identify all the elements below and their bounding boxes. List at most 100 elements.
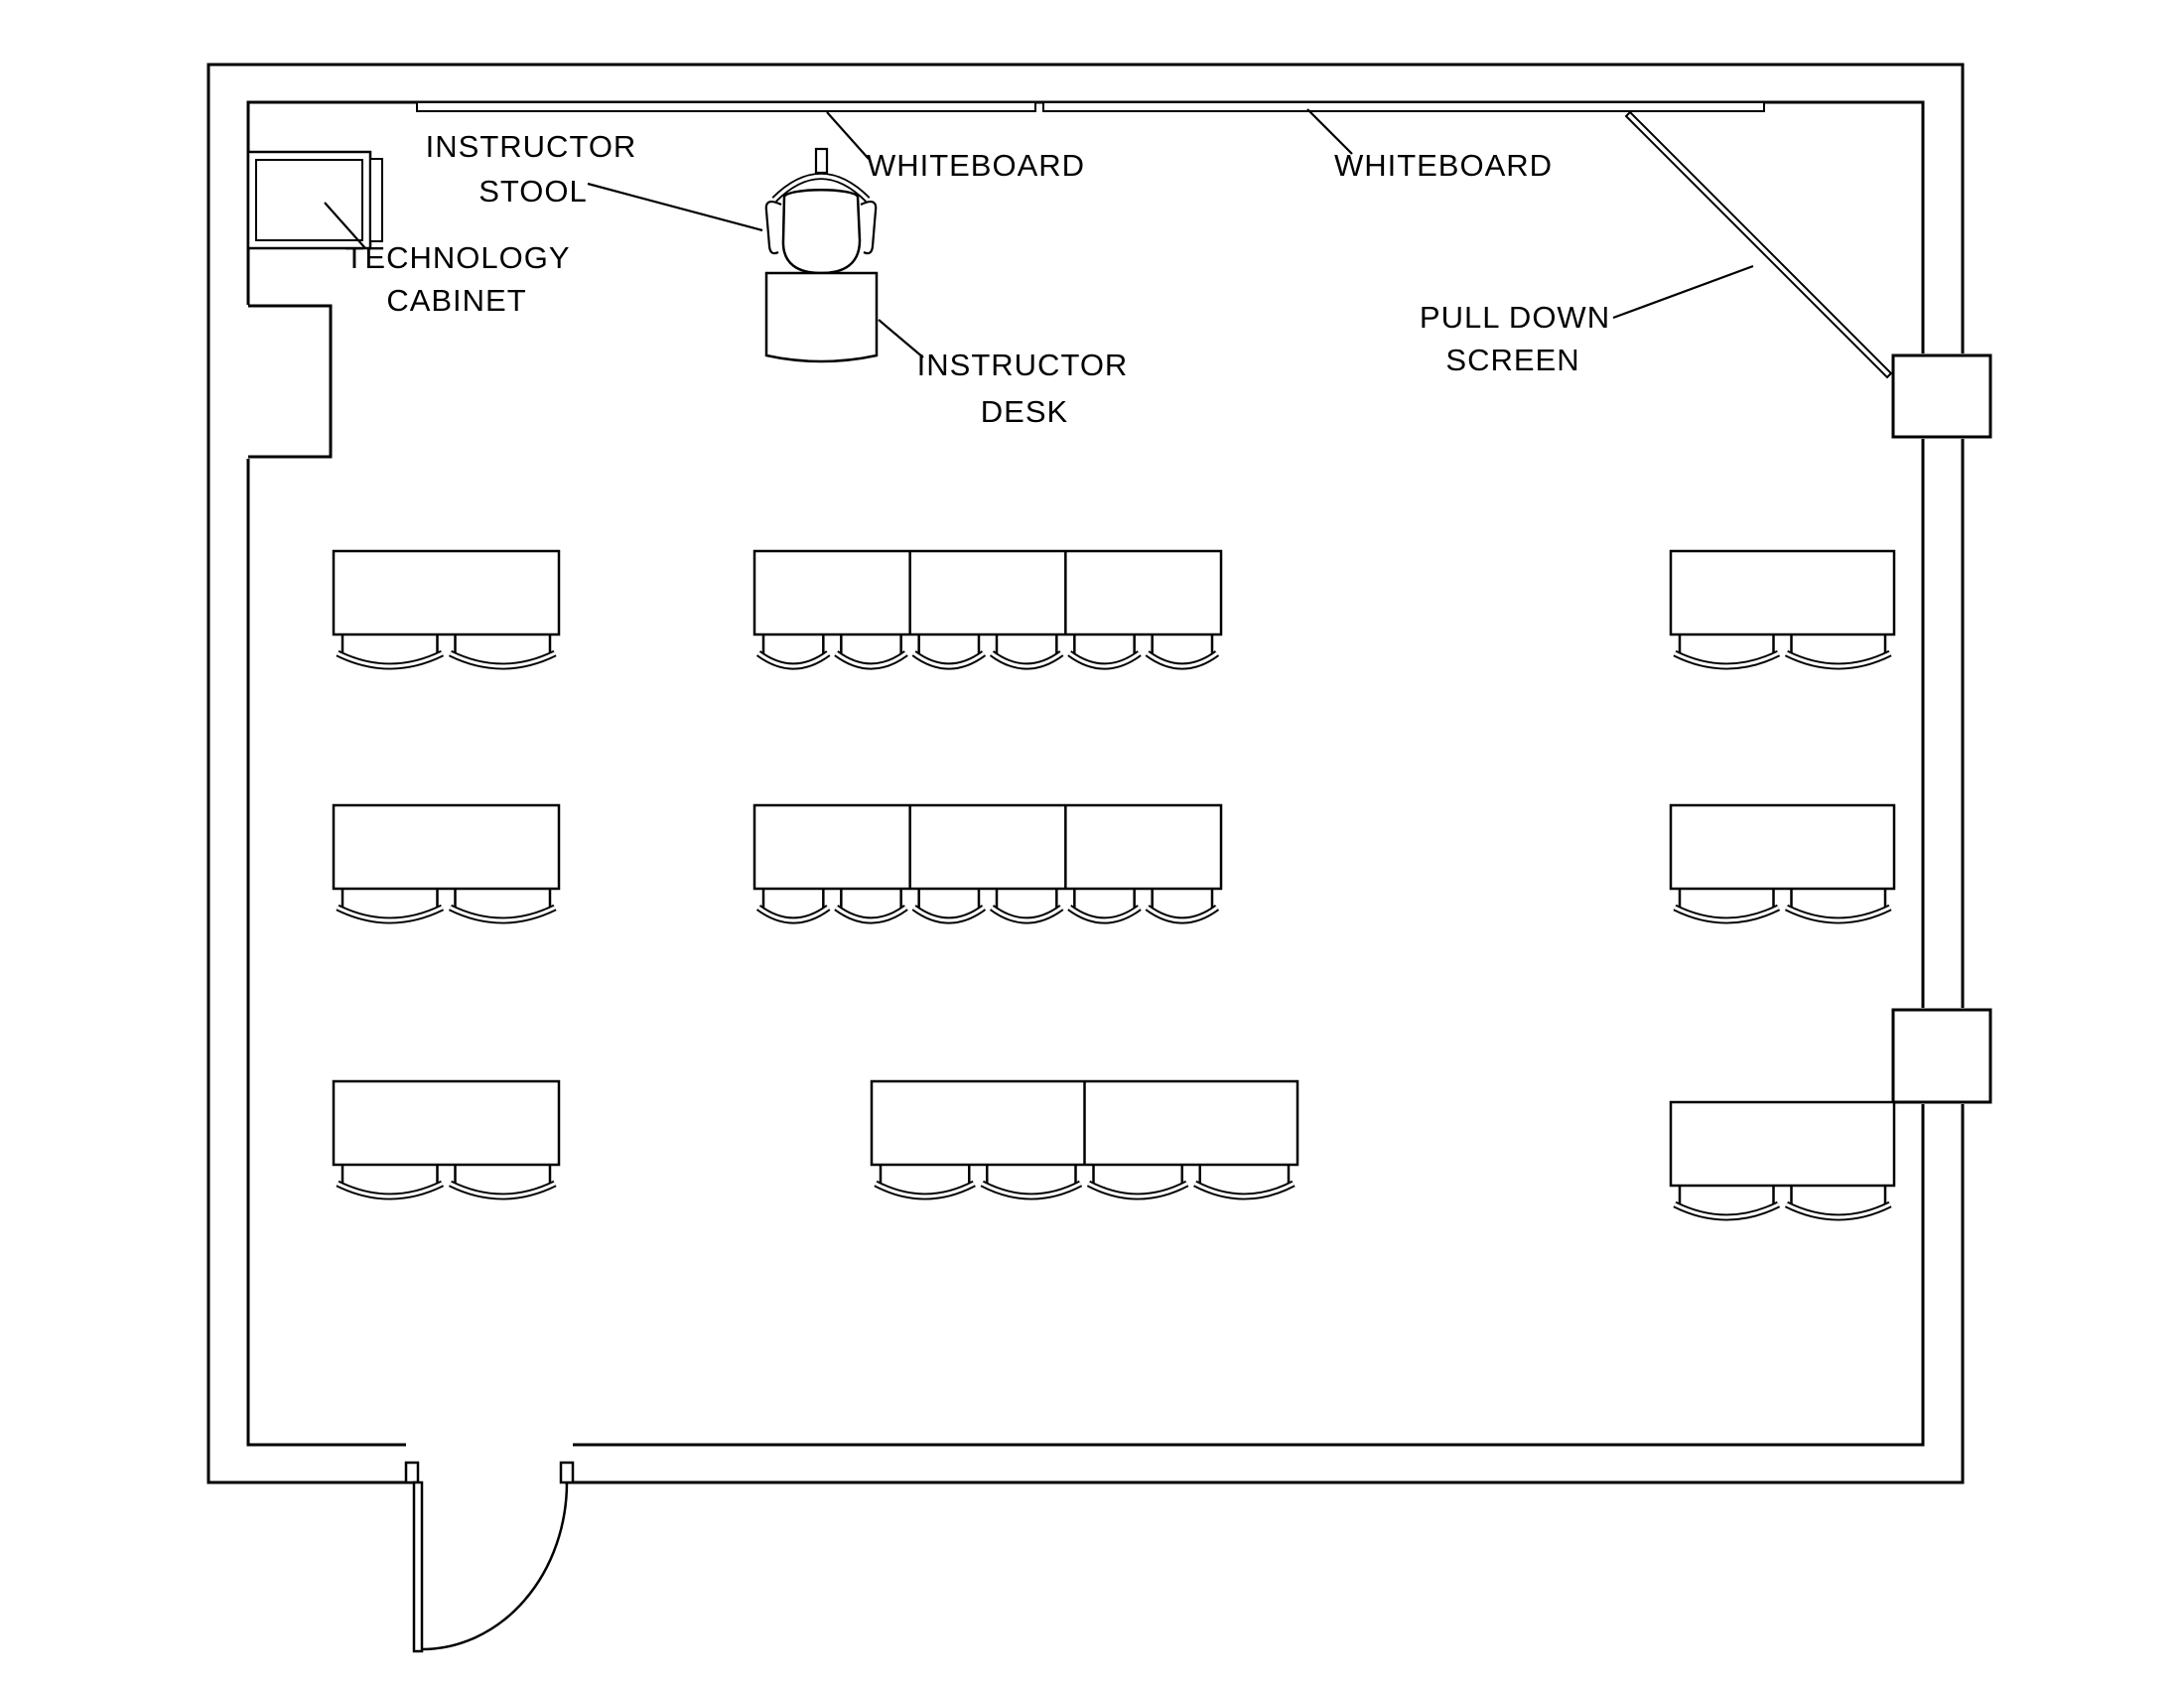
leader-whiteboard-left [826, 111, 870, 160]
chair-icon [1067, 635, 1142, 670]
door-jamb-left [404, 1461, 420, 1484]
table-surface [752, 549, 1223, 636]
chair-icon [989, 635, 1064, 670]
chair-back-fill [991, 651, 1063, 668]
table-surface [332, 803, 561, 891]
chair-icon [1145, 635, 1220, 670]
label-technology-cabinet-line2: CABINET [386, 283, 526, 318]
table-surface [1669, 1100, 1896, 1188]
label-instructor-desk-line1: INSTRUCTOR [917, 348, 1129, 382]
chair-icon [336, 1166, 445, 1200]
leader-whiteboard-right [1306, 108, 1353, 155]
student-furniture [332, 549, 1896, 1221]
chair-back-fill [757, 651, 830, 668]
chair-icon [834, 890, 908, 924]
chair-back-fill [835, 906, 907, 922]
leader-technology-cabinet [324, 202, 366, 249]
chair-back-fill [991, 906, 1063, 922]
wall-pilaster-left [248, 304, 333, 459]
table-group-row3-center [870, 1079, 1299, 1200]
table-group-row1-right [1669, 549, 1896, 670]
stool-stem [814, 147, 829, 175]
label-technology-cabinet-line1: TECHNOLOGY [344, 240, 570, 275]
label-instructor-stool-line2: STOOL [478, 174, 588, 209]
stool-armrest-right [860, 200, 878, 255]
chair-icon [1145, 890, 1220, 924]
pull-down-screen [1624, 110, 1893, 379]
chair-icon [989, 890, 1064, 924]
whiteboard-right [1042, 101, 1765, 112]
technology-cabinet [246, 150, 383, 250]
instructor-desk [764, 271, 879, 363]
chair-icon [834, 635, 908, 670]
chair-back-fill [1785, 1202, 1891, 1219]
chair-back-fill [1674, 1202, 1780, 1219]
table-surface [1669, 803, 1896, 891]
table-surface [332, 1079, 561, 1167]
table-group-row2-center [752, 803, 1223, 924]
table-surface [1669, 549, 1896, 636]
chair-icon [980, 1166, 1083, 1200]
chair-icon [1784, 890, 1892, 924]
table-surface [332, 549, 561, 636]
label-pull-down-screen-line1: PULL DOWN [1420, 300, 1610, 335]
chair-back-fill [1146, 906, 1218, 922]
table-group-row2-left [332, 803, 561, 924]
chair-icon [911, 635, 987, 670]
chair-icon [1673, 635, 1781, 670]
chair-back-fill [835, 651, 907, 668]
outer-wall [206, 63, 1965, 1484]
door-swing-arc [421, 1481, 569, 1651]
chair-icon [448, 890, 557, 924]
cabinet-inner [255, 159, 363, 241]
chair-icon [755, 890, 831, 924]
label-instructor-stool-line1: INSTRUCTOR [426, 129, 637, 164]
table-group-row3-right [1669, 1100, 1896, 1221]
chair-icon [336, 635, 445, 670]
chair-back-fill [1068, 651, 1141, 668]
chair-icon [448, 635, 557, 670]
chair-icon [1673, 890, 1781, 924]
chair-back-fill [981, 1182, 1082, 1198]
chair-icon [755, 635, 831, 670]
cabinet-side-panel [369, 158, 383, 242]
stool-seat [781, 189, 862, 275]
chair-icon [1086, 1166, 1189, 1200]
chair-back-fill [1674, 651, 1780, 668]
table-surface [752, 803, 1223, 891]
chair-icon [1784, 1187, 1892, 1221]
chair-back-fill [757, 906, 830, 922]
leader-instructor-stool [587, 182, 763, 232]
chair-icon [1784, 635, 1892, 670]
label-instructor-desk-line2: DESK [981, 394, 1068, 429]
chair-back-fill [449, 906, 556, 922]
chair-back-fill [337, 906, 444, 922]
label-whiteboard-right: WHITEBOARD [1334, 148, 1553, 183]
table-group-row1-left [332, 549, 561, 670]
label-pull-down-screen-line2: SCREEN [1445, 343, 1579, 377]
chair-back-fill [912, 906, 985, 922]
chair-icon [911, 890, 987, 924]
stool-armrest-left [764, 200, 782, 255]
chair-back-fill [337, 1182, 444, 1198]
chair-back-fill [449, 1182, 556, 1198]
chair-back-fill [1146, 651, 1218, 668]
chair-back-fill [1087, 1182, 1188, 1198]
chair-back-fill [1194, 1182, 1295, 1198]
chair-back-fill [337, 651, 444, 668]
wall-pilaster-right-lower [1891, 1008, 1992, 1104]
chair-back-fill [1674, 906, 1780, 922]
chair-icon [336, 890, 445, 924]
leader-instructor-desk [878, 319, 924, 358]
chair-back-fill [912, 651, 985, 668]
instructor-stool [764, 147, 878, 275]
chair-back-fill [1785, 651, 1891, 668]
stool-back-fill [772, 175, 870, 202]
door-jamb-right [559, 1461, 575, 1484]
whiteboard-left [416, 101, 1036, 112]
door-leaf [412, 1480, 424, 1653]
wall-pilaster-right-upper [1891, 353, 1992, 439]
chair-icon [448, 1166, 557, 1200]
